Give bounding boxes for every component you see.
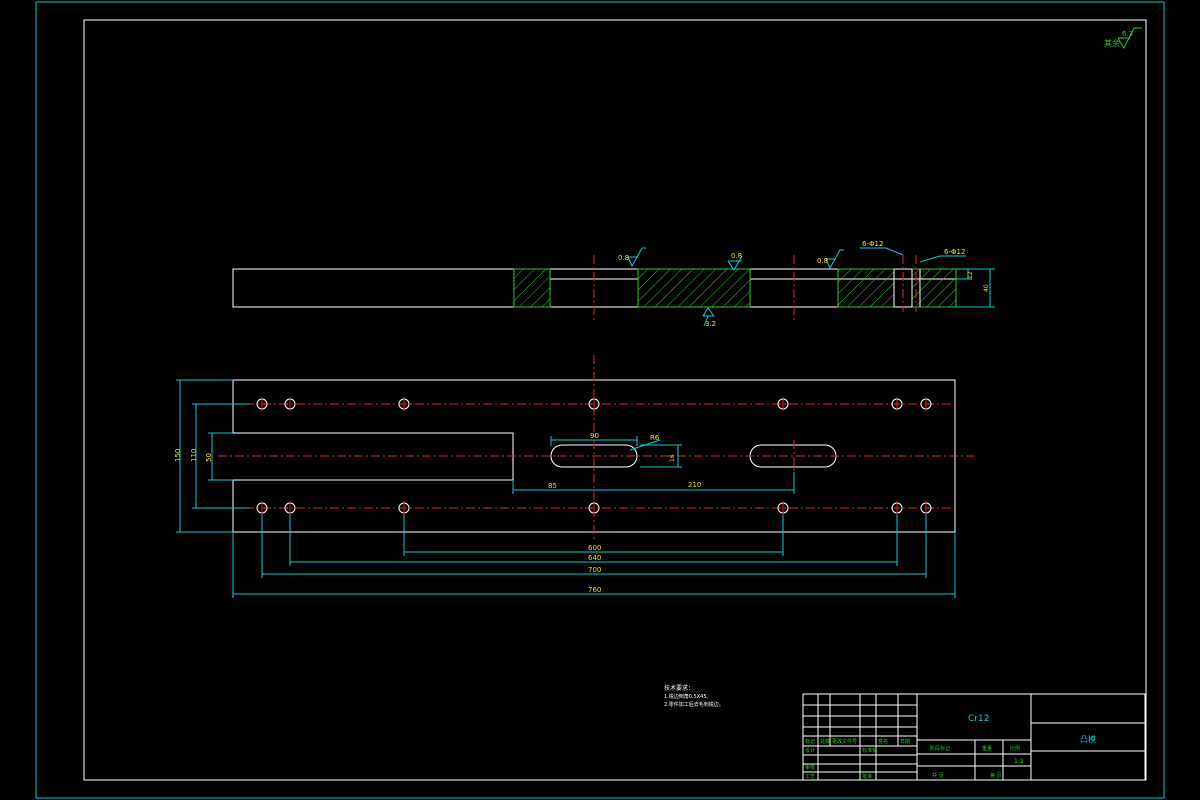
svg-text:700: 700 [588, 566, 601, 574]
svg-text:签名: 签名 [878, 738, 888, 745]
dim-bottom: 600 640 700 760 [232, 515, 956, 598]
svg-text:共 页: 共 页 [932, 772, 944, 779]
notes-line-2: 2.零件加工后去毛刺锐边。 [664, 701, 724, 708]
part-name: 凸模 [1080, 734, 1096, 744]
scale-value: 1:2 [1014, 758, 1024, 765]
svg-text:日期: 日期 [900, 739, 910, 745]
inner-frame [83, 19, 1147, 781]
svg-text:640: 640 [588, 554, 601, 562]
svg-text:阶段标记: 阶段标记 [930, 745, 950, 752]
notes-heading: 技术要求： [664, 684, 694, 692]
svg-text:210: 210 [688, 481, 701, 489]
roughness-symbol-bottom: 3.2 [702, 307, 716, 328]
svg-text:85: 85 [548, 482, 557, 490]
svg-text:600: 600 [588, 544, 601, 552]
svg-text:50: 50 [205, 453, 213, 462]
svg-text:工艺: 工艺 [805, 774, 815, 780]
svg-text:第 页: 第 页 [990, 772, 1002, 779]
material: Cr12 [968, 714, 989, 724]
svg-text:150: 150 [174, 449, 182, 462]
svg-text:更改文件号: 更改文件号 [832, 738, 857, 745]
svg-text:110: 110 [190, 449, 198, 462]
svg-text:审核: 审核 [805, 764, 815, 771]
roughness-general-label: 其余 [1104, 38, 1120, 48]
svg-text:12: 12 [967, 271, 974, 279]
dim-slot: 90 R6 16 [550, 432, 682, 468]
technical-notes: 技术要求： 1.锐边倒角0.5X45。 2.零件加工后去毛刺锐边。 [664, 684, 724, 708]
outer-border [35, 1, 1165, 799]
svg-text:批准: 批准 [862, 773, 872, 780]
svg-text:40: 40 [983, 284, 990, 292]
svg-text:0.8: 0.8 [817, 257, 828, 265]
hole-callout-right: 6-Φ12 [919, 248, 966, 263]
svg-text:设计: 设计 [805, 747, 815, 754]
svg-text:760: 760 [588, 586, 601, 594]
dim-left-heights: 150 110 50 [174, 379, 250, 533]
roughness-general-value: 6.3 [1122, 30, 1133, 38]
svg-text:16: 16 [669, 454, 676, 462]
dim-offsets: 85 210 [512, 472, 795, 494]
roughness-symbol-c: 0.8 [817, 249, 844, 270]
title-block: Cr12 凸模 标记 处数 更改文件号 签名 日期 设计 标准化 审核 工艺 批… [802, 693, 1146, 781]
svg-text:处数: 处数 [820, 738, 830, 745]
holes [256, 397, 932, 515]
roughness-symbol-a: 0.8 [618, 247, 646, 268]
svg-text:3.2: 3.2 [705, 320, 716, 328]
svg-text:6-Φ12: 6-Φ12 [862, 240, 883, 248]
roughness-symbol-b: 0.8 [727, 252, 743, 271]
svg-text:0.8: 0.8 [618, 254, 629, 262]
plan-view [218, 355, 976, 540]
dim-thickness: 12 40 [956, 268, 995, 308]
svg-text:重量: 重量 [982, 745, 992, 752]
svg-text:标准化: 标准化 [862, 747, 877, 754]
svg-text:标记: 标记 [805, 738, 815, 745]
svg-text:6-Φ12: 6-Φ12 [944, 248, 965, 256]
svg-text:90: 90 [590, 432, 599, 440]
svg-text:比例: 比例 [1010, 745, 1020, 752]
svg-text:0.8: 0.8 [731, 252, 742, 260]
svg-text:R6: R6 [650, 434, 660, 442]
hole-callout-left: 6-Φ12 [860, 240, 904, 256]
notes-line-1: 1.锐边倒角0.5X45。 [664, 693, 712, 700]
section-view [232, 255, 957, 322]
general-roughness-symbol: 其余 6.3 [1104, 27, 1142, 50]
